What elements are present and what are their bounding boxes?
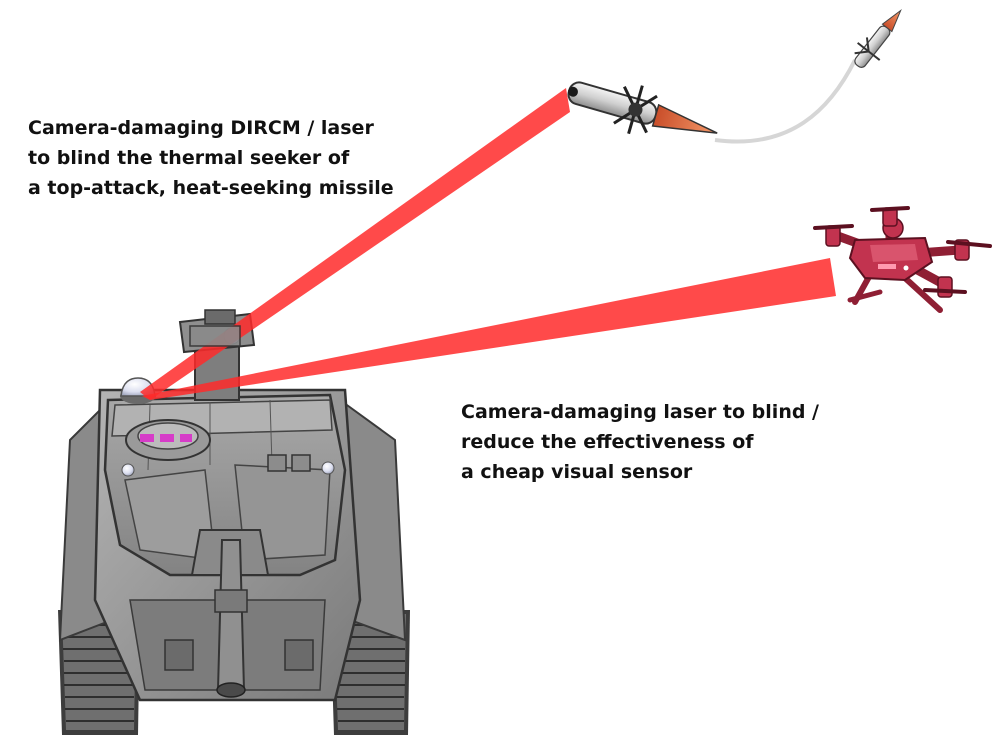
callout-drone-line-2: reduce the effectiveness of: [461, 427, 819, 457]
quadcopter-drone: [815, 208, 990, 310]
tank: [58, 310, 410, 735]
callout-missile-dircm: Camera-damaging DIRCM / laser to blind t…: [28, 113, 394, 203]
commander-cupola: [126, 420, 210, 460]
callout-missile-line-3: a top-attack, heat-seeking missile: [28, 173, 394, 203]
callout-drone-laser: Camera-damaging laser to blind / reduce …: [461, 397, 819, 487]
callout-drone-line-1: Camera-damaging laser to blind /: [461, 397, 819, 427]
distant-missile: [847, 2, 912, 74]
callout-missile-line-2: to blind the thermal seeker of: [28, 143, 394, 173]
callout-missile-line-1: Camera-damaging DIRCM / laser: [28, 113, 394, 143]
top-attack-missile: [561, 60, 855, 157]
missile-smoke-trail: [715, 60, 855, 142]
callout-drone-line-3: a cheap visual sensor: [461, 457, 819, 487]
